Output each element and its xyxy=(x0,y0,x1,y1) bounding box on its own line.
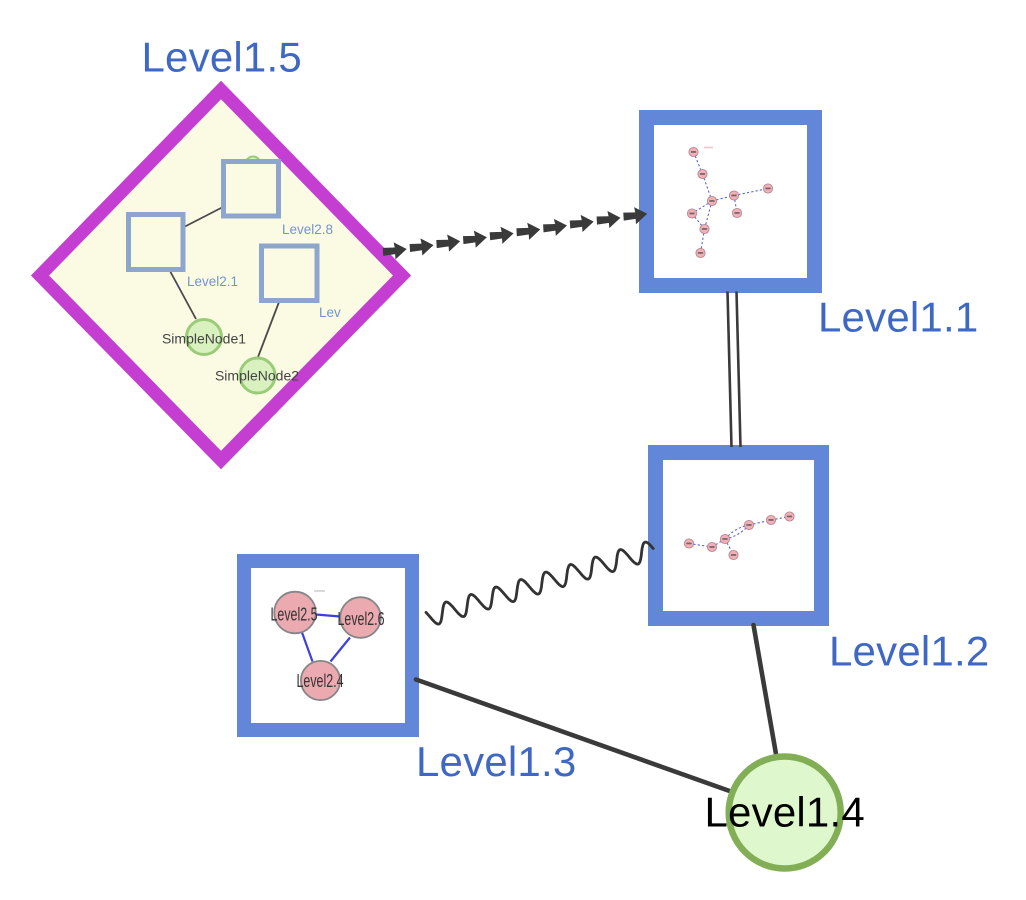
svg-text:Level2.1: Level2.1 xyxy=(187,274,238,289)
svg-text:SimpleNode2: SimpleNode2 xyxy=(215,368,299,384)
svg-text:Level1.3: Level1.3 xyxy=(416,738,576,785)
svg-text:Level2.6: Level2.6 xyxy=(338,608,385,629)
svg-text:Level1.1: Level1.1 xyxy=(818,294,978,341)
svg-text:Lev: Lev xyxy=(319,305,341,320)
svg-text:Level2.5: Level2.5 xyxy=(271,604,318,625)
svg-text:Level1.5: Level1.5 xyxy=(142,34,302,81)
svg-text:Level1.2: Level1.2 xyxy=(829,628,989,675)
svg-text:Level1.4: Level1.4 xyxy=(705,789,865,836)
svg-text:SimpleNode1: SimpleNode1 xyxy=(162,331,246,347)
svg-text:Level2.8: Level2.8 xyxy=(282,222,333,237)
svg-text:Level2.4: Level2.4 xyxy=(297,670,344,691)
